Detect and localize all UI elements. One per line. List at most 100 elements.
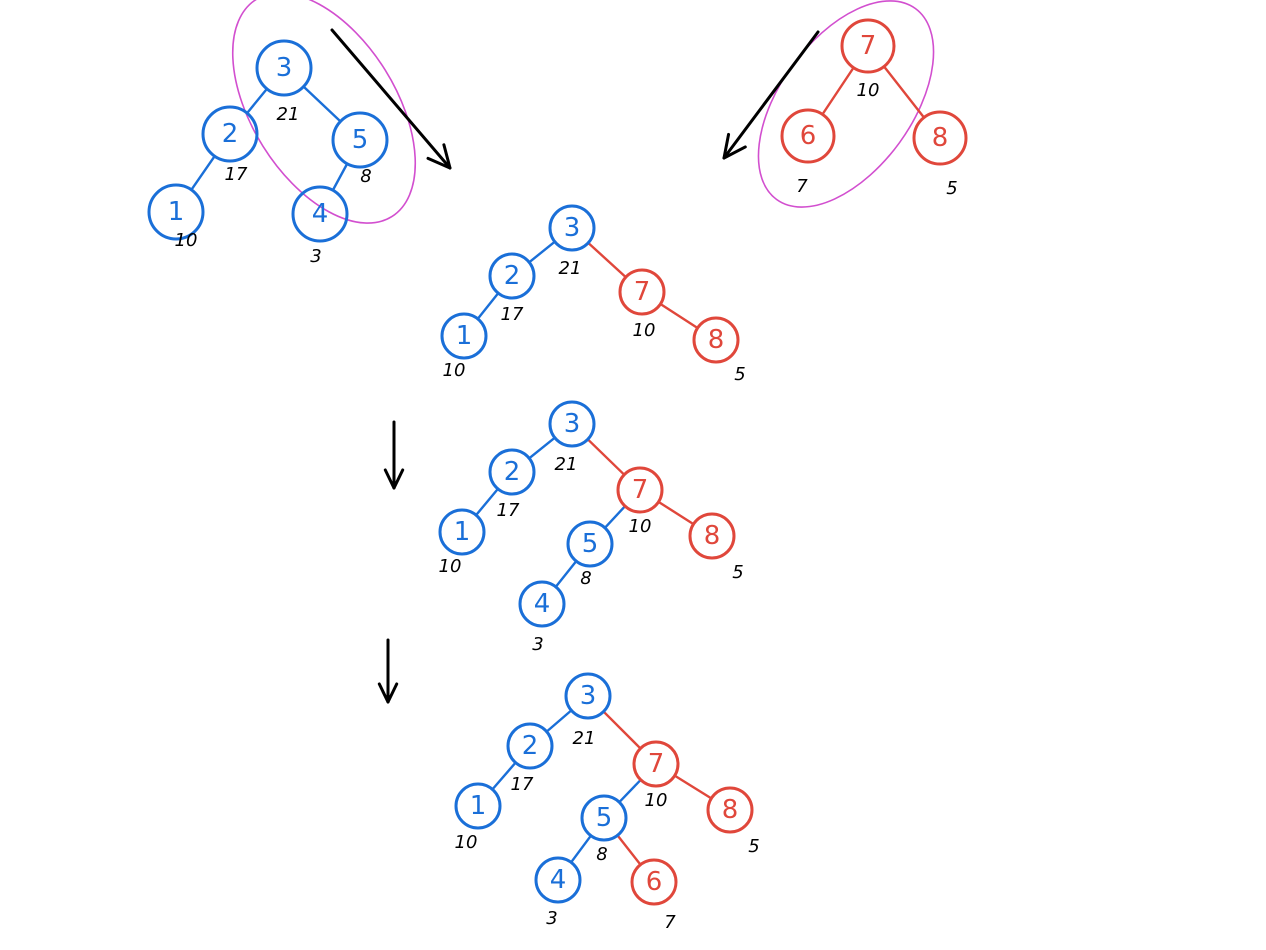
node-weight-label: 17 bbox=[501, 304, 524, 325]
tree-node: 85 bbox=[912, 110, 968, 199]
tree-node: 58 bbox=[566, 520, 614, 589]
node-weight-label: 10 bbox=[175, 230, 198, 251]
node-weight-label: 8 bbox=[596, 844, 607, 865]
node-circle bbox=[548, 400, 596, 448]
tree-edge bbox=[545, 709, 573, 733]
down-arrow-icon bbox=[377, 638, 399, 704]
node-circle bbox=[488, 252, 536, 300]
node-label: 3 bbox=[564, 213, 581, 243]
node-label: 7 bbox=[648, 749, 665, 779]
tree-edge bbox=[527, 240, 557, 264]
tree-node: 58 bbox=[580, 794, 628, 865]
node-label: 4 bbox=[312, 199, 329, 229]
node-label: 1 bbox=[470, 791, 487, 821]
node-label: 3 bbox=[580, 681, 597, 711]
node-circle bbox=[618, 268, 666, 316]
node-circle bbox=[438, 508, 486, 556]
tree-edge bbox=[527, 436, 557, 460]
node-label: 8 bbox=[722, 795, 739, 825]
tree-node: 85 bbox=[688, 512, 744, 583]
node-circle bbox=[632, 740, 680, 788]
tree-node: 217 bbox=[488, 448, 536, 521]
tree-edge bbox=[554, 559, 578, 589]
node-label: 1 bbox=[454, 517, 471, 547]
node-circle bbox=[440, 312, 488, 360]
node-circle bbox=[506, 722, 554, 770]
tree-node: 85 bbox=[706, 786, 760, 857]
node-label: 2 bbox=[522, 731, 539, 761]
tree-node: 43 bbox=[291, 185, 349, 267]
node-weight-label: 10 bbox=[857, 80, 880, 101]
node-weight-label: 8 bbox=[360, 166, 371, 187]
tree-edge bbox=[657, 500, 695, 526]
tree-edge bbox=[821, 66, 855, 116]
node-label: 5 bbox=[352, 125, 369, 155]
node-circle bbox=[534, 856, 582, 904]
tree-edge bbox=[302, 85, 342, 123]
node-circle bbox=[688, 512, 736, 560]
tree-edge bbox=[602, 710, 642, 750]
node-weight-label: 21 bbox=[559, 258, 582, 279]
node-circle bbox=[255, 39, 313, 97]
node-weight-label: 5 bbox=[732, 562, 743, 583]
tree-edge bbox=[882, 65, 926, 119]
tree-edge bbox=[245, 87, 269, 115]
node-label: 8 bbox=[708, 325, 725, 355]
tree-edge bbox=[659, 302, 699, 330]
node-circle bbox=[564, 672, 612, 720]
node-label: 1 bbox=[456, 321, 473, 351]
node-weight-label: 21 bbox=[555, 454, 578, 475]
node-weight-label: 10 bbox=[645, 790, 668, 811]
node-weight-label: 17 bbox=[511, 774, 534, 795]
node-label: 3 bbox=[564, 409, 581, 439]
tree-node: 110 bbox=[454, 782, 502, 853]
node-weight-label: 3 bbox=[546, 908, 557, 929]
tree-node: 3 21 bbox=[548, 400, 596, 475]
tree-node: 110 bbox=[147, 183, 205, 251]
tree-node: 2 17 bbox=[201, 105, 259, 185]
node-weight-label: 17 bbox=[225, 164, 248, 185]
tree-node: 110 bbox=[438, 508, 486, 577]
node-circle bbox=[454, 782, 502, 830]
node-circle bbox=[488, 448, 536, 496]
node-label: 2 bbox=[222, 119, 239, 149]
node-weight-label: 7 bbox=[796, 176, 808, 197]
tree-node: 67 bbox=[780, 108, 836, 197]
node-circle bbox=[147, 183, 205, 241]
node-weight-label: 10 bbox=[629, 516, 652, 537]
node-circle bbox=[580, 794, 628, 842]
tree-edge bbox=[476, 291, 500, 321]
node-circle bbox=[912, 110, 968, 166]
node-weight-label: 5 bbox=[946, 178, 957, 199]
node-circle bbox=[616, 466, 664, 514]
node-label: 8 bbox=[932, 123, 949, 153]
node-circle bbox=[518, 580, 566, 628]
node-weight-label: 17 bbox=[497, 500, 520, 521]
tree-edge bbox=[331, 162, 349, 192]
node-circle bbox=[706, 786, 754, 834]
node-label: 5 bbox=[596, 803, 613, 833]
node-label: 6 bbox=[800, 121, 817, 151]
node-circle bbox=[548, 204, 596, 252]
tree-node: 2 17 bbox=[506, 722, 554, 795]
highlight-ellipse bbox=[231, 0, 417, 224]
node-label: 2 bbox=[504, 261, 521, 291]
node-label: 7 bbox=[632, 475, 649, 505]
tree-edge bbox=[491, 761, 517, 791]
tree-edge bbox=[603, 504, 627, 530]
node-circle bbox=[566, 520, 614, 568]
tree-edge bbox=[569, 834, 593, 864]
tree-node: 110 bbox=[440, 312, 488, 381]
tree-node: 710 bbox=[840, 18, 896, 101]
node-weight-label: 21 bbox=[573, 728, 596, 749]
tree-edge bbox=[587, 241, 627, 279]
down-arrow-icon bbox=[330, 28, 452, 170]
node-label: 1 bbox=[168, 197, 185, 227]
node-weight-label: 10 bbox=[443, 360, 466, 381]
tree-edge bbox=[586, 438, 626, 476]
tree-node: 7 10 bbox=[616, 466, 664, 537]
